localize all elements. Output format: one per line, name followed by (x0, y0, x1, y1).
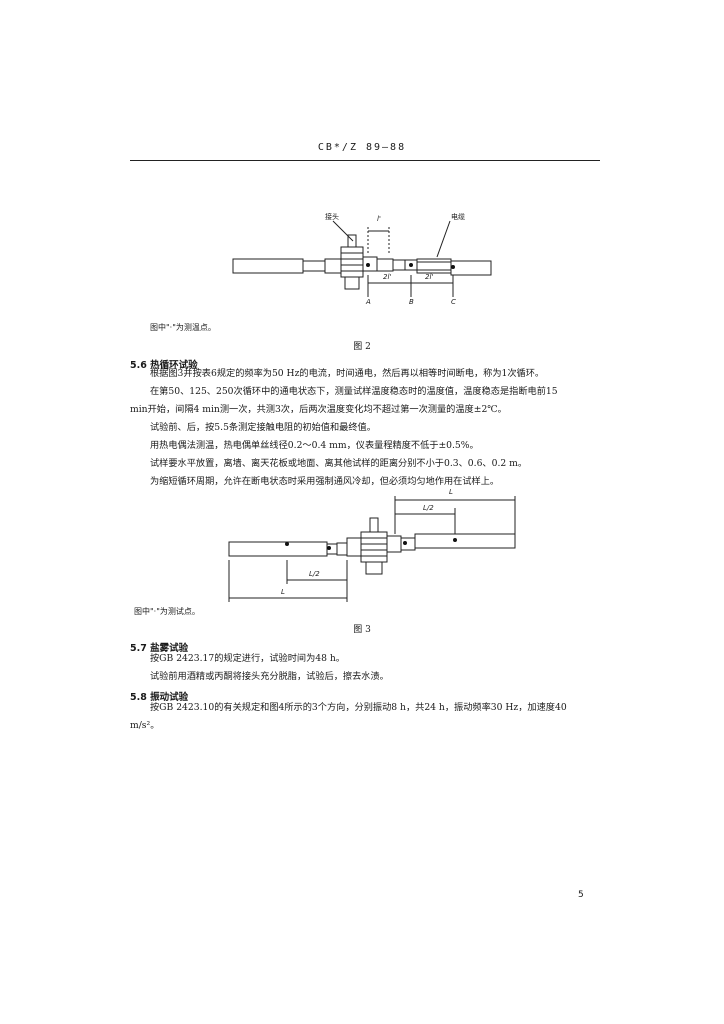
label-cable: 电缆 (451, 213, 465, 221)
label-2l-b: 2l' (425, 273, 434, 281)
label-half-top: L/2 (423, 504, 434, 512)
section-5-6-line-7: 为缩短循环周期，允许在断电状态时采用强制通风冷却，但必须均匀地作用在试样上。 (150, 476, 500, 487)
section-5-7-line-2: 试验前用酒精或丙酮将接头充分脱脂，试验后，擦去水渍。 (150, 671, 389, 682)
label-2l-a: 2l' (383, 273, 392, 281)
point-c: C (451, 298, 456, 306)
figure-2-note: 图中"·"为测温点。 (150, 323, 216, 332)
figure-2-drawing (232, 220, 492, 297)
section-5-7-heading: 5.7 盐雾试验 (130, 643, 189, 654)
section-5-8-heading: 5.8 振动试验 (130, 692, 189, 703)
figure-3: L L/2 L/2 L (225, 488, 525, 608)
section-5-6-line-5: 用热电偶法测温，热电偶单丝线径0.2～0.4 mm，仪表量程精度不低于±0.5%… (150, 440, 479, 451)
header-rule (130, 160, 600, 161)
point-b: B (409, 298, 414, 306)
label-half-bottom: L/2 (309, 570, 320, 578)
figure-2: 接头 l' 电缆 2l' 2l' A B C (225, 205, 500, 310)
label-l-top: L (449, 488, 453, 496)
label-l-bottom: L (281, 588, 285, 596)
section-5-6-line-1: 根据图3并按表6规定的频率为50 Hz的电流，时间通电，然后再以相等时间断电，称… (150, 368, 545, 379)
figure-3-caption: 图 3 (353, 625, 371, 635)
figure-2-caption: 图 2 (353, 342, 371, 352)
point-a: A (366, 298, 371, 306)
section-5-8-line-1: 按GB 2423.10的有关规定和图4所示的3个方向，分别振动8 h，共24 h… (150, 702, 567, 713)
section-5-7-line-1: 按GB 2423.17的规定进行，试验时间为48 h。 (150, 653, 345, 664)
label-l1: l' (377, 215, 381, 223)
label-joint: 接头 (325, 213, 339, 221)
section-5-8-line-2: m/s²。 (130, 720, 160, 731)
figure-3-drawing (228, 496, 516, 602)
section-5-6-line-2: 在第50、125、250次循环中的通电状态下，测量试样温度稳态时的温度值，温度稳… (150, 386, 558, 397)
figure-3-note: 图中"·"为测试点。 (134, 607, 200, 616)
section-5-6-line-3: min开始，间隔4 min测一次，共测3次，后两次温度变化均不超过第一次测量的温… (130, 404, 507, 415)
page-header: CB*/Z 89—88 (317, 142, 407, 153)
section-5-6-heading: 5.6 热循环试验 (130, 360, 198, 371)
section-5-6-line-6: 试样要水平放置，离墙、离天花板或地面、离其他试样的距离分别不小于0.3、0.6、… (150, 458, 528, 469)
section-5-6-line-4: 试验前、后，按5.5条测定接触电阻的初始值和最终值。 (150, 422, 376, 433)
page-number: 5 (578, 890, 584, 900)
